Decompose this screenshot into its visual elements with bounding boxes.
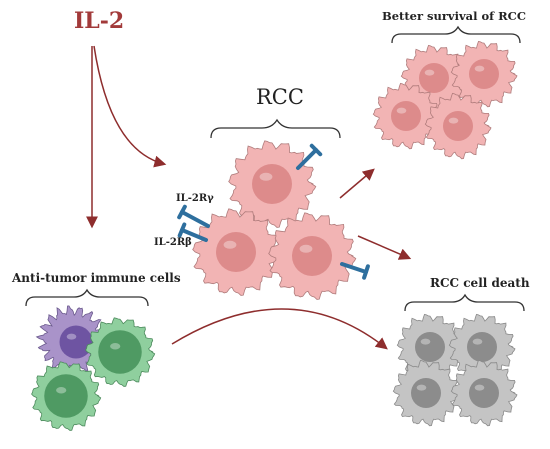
brace-anti-tumor <box>25 288 149 307</box>
surviving-rcc-cells <box>372 40 518 160</box>
immune-cell-green-bottom <box>31 361 102 431</box>
nucleus-highlight <box>66 333 77 340</box>
il2-label: IL-2 <box>74 8 124 34</box>
rcc-cell-cluster <box>192 140 357 300</box>
nucleus-highlight <box>299 244 313 253</box>
nucleus-highlight <box>56 387 67 394</box>
il2r-beta-label: IL-2Rβ <box>154 237 192 248</box>
rcc-cell-right <box>268 212 357 300</box>
cell-nucleus <box>391 101 421 131</box>
immune-cell-cluster <box>31 305 156 431</box>
survival-cell-4 <box>424 92 492 160</box>
brace-rcc-death <box>404 293 525 312</box>
arrow-immune-to-death <box>171 308 388 350</box>
nucleus-highlight <box>259 172 273 181</box>
receptor-gamma-left <box>177 204 210 228</box>
rcc-cell-top <box>228 140 317 228</box>
nucleus-highlight <box>474 65 485 72</box>
receptor-beta-left <box>177 222 208 242</box>
il2r-gamma-label: IL-2Rγ <box>176 193 214 204</box>
dead-rcc-cells <box>392 313 518 427</box>
arrow-il2-to-rcc <box>93 45 167 168</box>
survival-cell-3 <box>372 82 440 150</box>
dead-cell-2 <box>448 313 516 381</box>
cell-nucleus <box>59 325 93 359</box>
nucleus-highlight <box>223 240 237 249</box>
rcc-cell-left <box>192 208 281 296</box>
rcc-death-label: RCC cell death <box>430 276 530 290</box>
receptor-cap <box>177 204 187 220</box>
receptor-bottom-right <box>340 262 370 280</box>
cell-nucleus <box>467 332 497 362</box>
receptor-top-right <box>296 143 323 170</box>
receptor-cap <box>362 264 370 280</box>
receptor-stem <box>296 148 318 170</box>
nucleus-highlight <box>396 107 407 114</box>
cell-nucleus <box>469 59 499 89</box>
arrow-rcc-to-survival <box>339 168 375 199</box>
receptor-cap <box>309 143 323 157</box>
cell-nucleus <box>98 330 142 374</box>
cell-nucleus <box>252 164 292 204</box>
dead-cell-1 <box>396 313 464 381</box>
nucleus-highlight <box>472 338 483 345</box>
anti-tumor-label: Anti-tumor immune cells <box>11 271 181 285</box>
cell-nucleus <box>44 374 88 418</box>
immune-cell-green-right <box>85 317 156 387</box>
receptor-stem <box>340 262 368 274</box>
brace-rcc <box>210 118 341 139</box>
brace-better-survival <box>391 25 521 44</box>
il2-receptor-group <box>177 143 370 280</box>
nucleus-highlight <box>416 384 427 391</box>
survival-cell-2 <box>450 40 518 108</box>
dead-cell-4 <box>450 359 518 427</box>
arrow-rcc-to-death <box>357 235 412 260</box>
cell-nucleus <box>415 332 445 362</box>
cell-nucleus <box>469 378 499 408</box>
better-survival-label: Better survival of RCC <box>382 9 526 23</box>
receptor-stem <box>180 210 210 228</box>
receptor-cap <box>177 222 187 238</box>
cell-nucleus <box>443 111 473 141</box>
rcc-label: RCC <box>256 85 304 109</box>
nucleus-highlight <box>448 117 459 124</box>
dead-cell-3 <box>392 359 460 427</box>
immune-cell-purple <box>35 305 108 375</box>
nucleus-highlight <box>474 384 485 391</box>
cell-nucleus <box>292 236 332 276</box>
cell-nucleus <box>411 378 441 408</box>
nucleus-highlight <box>424 69 435 76</box>
nucleus-highlight <box>420 338 431 345</box>
cell-nucleus <box>419 63 449 93</box>
receptor-stem <box>180 228 208 242</box>
cell-nucleus <box>216 232 256 272</box>
nucleus-highlight <box>110 343 121 350</box>
